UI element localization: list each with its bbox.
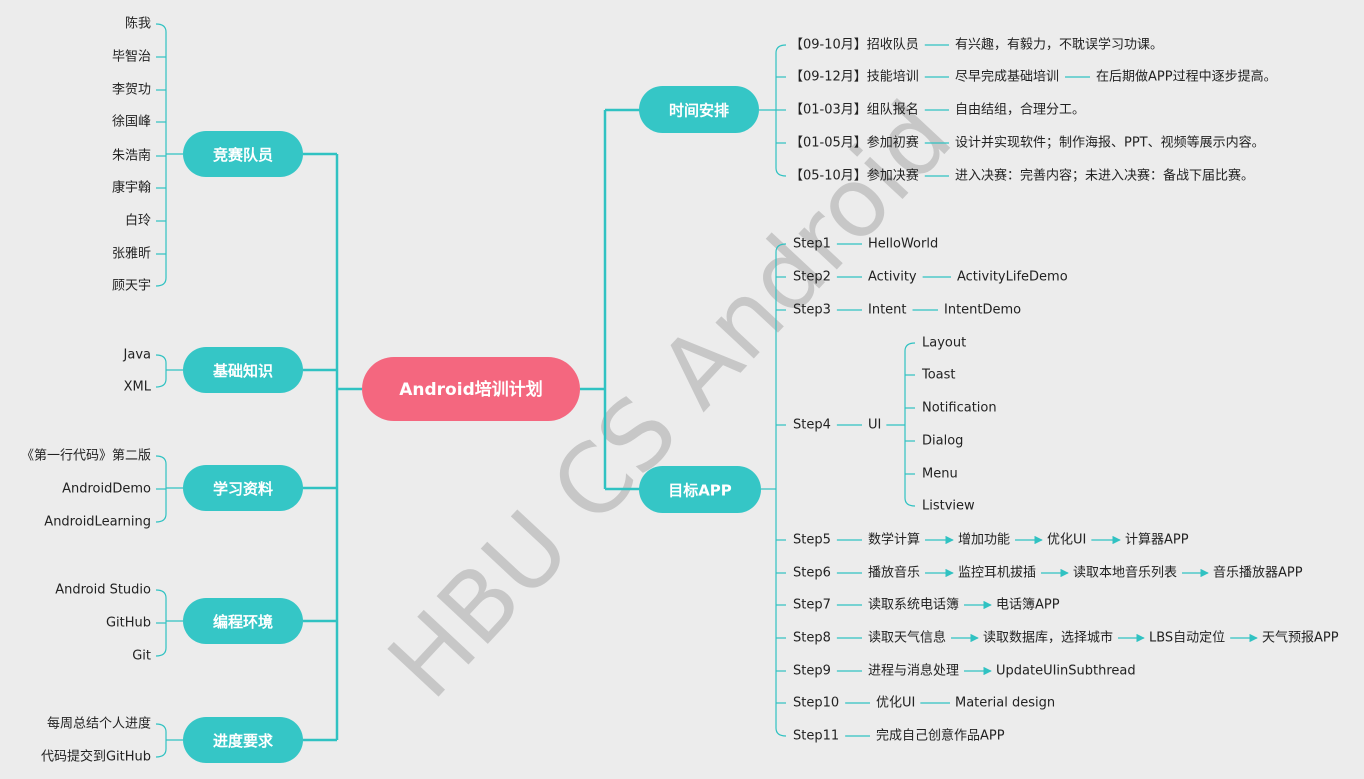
step-4-item-2: 优化UI <box>1047 533 1086 548</box>
step-7-item-2: LBS自动定位 <box>1149 631 1225 646</box>
leaf-members-3: 徐国峰 <box>112 115 151 130</box>
node-basics-label: 基础知识 <box>212 362 273 380</box>
step-5-label: Step6 <box>793 566 831 581</box>
step-7-item-3: 天气预报APP <box>1262 630 1339 646</box>
leaf-env-2: Git <box>132 649 151 664</box>
step-0-label: Step1 <box>793 237 831 252</box>
step-6-item-1: 电话簿APP <box>996 598 1060 613</box>
step-5-item-1: 监控耳机拔插 <box>958 566 1036 581</box>
center-node[interactable] <box>362 357 580 421</box>
schedule-row-3-time: 【01-05月】参加初赛 <box>790 135 919 151</box>
step-9-item-0: 优化UI <box>876 696 915 711</box>
step-3-child-4: Menu <box>922 467 958 482</box>
leaf-basics-0: Java <box>123 348 151 363</box>
step-10-label: Step11 <box>793 729 839 744</box>
leaf-members-5: 康宇翰 <box>112 180 151 196</box>
step-3-child-1: Toast <box>921 368 956 383</box>
leaf-members-1: 毕智治 <box>112 50 151 65</box>
step-4-item-0: 数学计算 <box>868 532 920 548</box>
leaf-materials-2: AndroidLearning <box>44 515 151 530</box>
step-3-item-0: UI <box>868 418 881 433</box>
node-app-label: 目标APP <box>668 482 732 500</box>
step-8-item-1: UpdateUIinSubthread <box>996 664 1136 679</box>
node-env-label: 编程环境 <box>213 613 273 631</box>
step-7-item-0: 读取天气信息 <box>868 630 946 646</box>
step-3-children-bracket <box>904 342 916 507</box>
branch-members-bracket <box>155 23 167 287</box>
schedule-row-1-time: 【09-12月】技能培训 <box>790 69 919 85</box>
leaf-members-6: 白玲 <box>125 213 151 229</box>
leaf-env-1: GitHub <box>106 616 151 631</box>
schedule-row-2-detail: 自由结组，合理分工。 <box>955 103 1085 118</box>
leaf-members-7: 张雅昕 <box>112 247 151 262</box>
step-6-label: Step7 <box>793 598 831 613</box>
app-bracket <box>775 243 787 737</box>
schedule-row-4-detail: 进入决赛：完善内容；未进入决赛：备战下届比赛。 <box>955 168 1254 184</box>
node-basics[interactable] <box>183 347 303 393</box>
step-2-label: Step3 <box>793 303 831 318</box>
step-8-item-0: 进程与消息处理 <box>868 663 959 679</box>
leaf-members-2: 李贺功 <box>112 83 151 98</box>
step-4-label: Step5 <box>793 533 831 548</box>
node-progress[interactable] <box>183 717 303 763</box>
node-progress-label: 进度要求 <box>213 732 274 750</box>
schedule-row-3-detail: 设计并实现软件；制作海报、PPT、视频等展示内容。 <box>955 135 1265 151</box>
step-2-item-1: IntentDemo <box>944 303 1021 318</box>
step-3-child-2: Notification <box>922 401 997 416</box>
step-1-item-1: ActivityLifeDemo <box>957 270 1068 285</box>
node-schedule[interactable] <box>639 86 759 133</box>
node-members-label: 竞赛队员 <box>213 146 273 164</box>
schedule-row-0-time: 【09-10月】招收队员 <box>790 38 919 53</box>
leaf-materials-1: AndroidDemo <box>62 482 151 497</box>
step-1-label: Step2 <box>793 270 831 285</box>
step-3-child-3: Dialog <box>922 434 963 449</box>
node-schedule-label: 时间安排 <box>669 102 729 120</box>
step-1-item-0: Activity <box>868 270 917 285</box>
step-7-label: Step8 <box>793 631 831 646</box>
node-app[interactable] <box>639 466 761 513</box>
leaf-members-0: 陈我 <box>125 16 151 32</box>
step-3-child-0: Layout <box>922 336 966 351</box>
step-4-item-3: 计算器APP <box>1125 533 1189 548</box>
node-members[interactable] <box>183 131 303 177</box>
step-4-item-1: 增加功能 <box>958 533 1010 548</box>
step-5-item-2: 读取本地音乐列表 <box>1073 565 1177 581</box>
node-materials[interactable] <box>183 465 303 511</box>
leaf-members-8: 顾天宇 <box>112 279 151 294</box>
step-0-item-0: HelloWorld <box>868 237 938 252</box>
schedule-row-4-time: 【05-10月】参加决赛 <box>790 168 919 184</box>
schedule-row-1-extra: 在后期做APP过程中逐步提高。 <box>1096 69 1277 85</box>
step-6-item-0: 读取系统电话簿 <box>868 598 959 613</box>
leaf-env-0: Android Studio <box>55 583 151 598</box>
leaf-progress-1: 代码提交到GitHub <box>41 749 151 765</box>
step-3-label: Step4 <box>793 418 831 433</box>
leaf-materials-0: 《第一行代码》第二版 <box>21 449 151 464</box>
node-env[interactable] <box>183 598 303 644</box>
schedule-row-0-detail: 有兴趣，有毅力，不耽误学习功课。 <box>955 37 1163 53</box>
schedule-row-2-time: 【01-03月】组队报名 <box>790 102 919 118</box>
step-9-item-1: Material design <box>955 696 1055 711</box>
leaf-basics-1: XML <box>124 380 152 395</box>
node-materials-label: 学习资料 <box>213 480 273 498</box>
step-2-item-0: Intent <box>868 303 907 318</box>
step-5-item-0: 播放音乐 <box>868 565 920 581</box>
step-7-item-1: 读取数据库，选择城市 <box>983 630 1113 646</box>
branch-basics-bracket <box>155 354 167 388</box>
step-8-label: Step9 <box>793 664 831 679</box>
step-10-item-0: 完成自己创意作品APP <box>876 728 1005 744</box>
step-5-item-3: 音乐播放器APP <box>1213 565 1303 581</box>
branch-progress-bracket <box>155 723 167 758</box>
center-node-label: Android培训计划 <box>399 379 543 400</box>
step-9-label: Step10 <box>793 696 839 711</box>
leaf-progress-0: 每周总结个人进度 <box>47 716 151 732</box>
step-3-child-5: Listview <box>922 499 975 514</box>
schedule-row-1-detail: 尽早完成基础培训 <box>955 69 1059 85</box>
leaf-members-4: 朱浩南 <box>112 148 151 164</box>
